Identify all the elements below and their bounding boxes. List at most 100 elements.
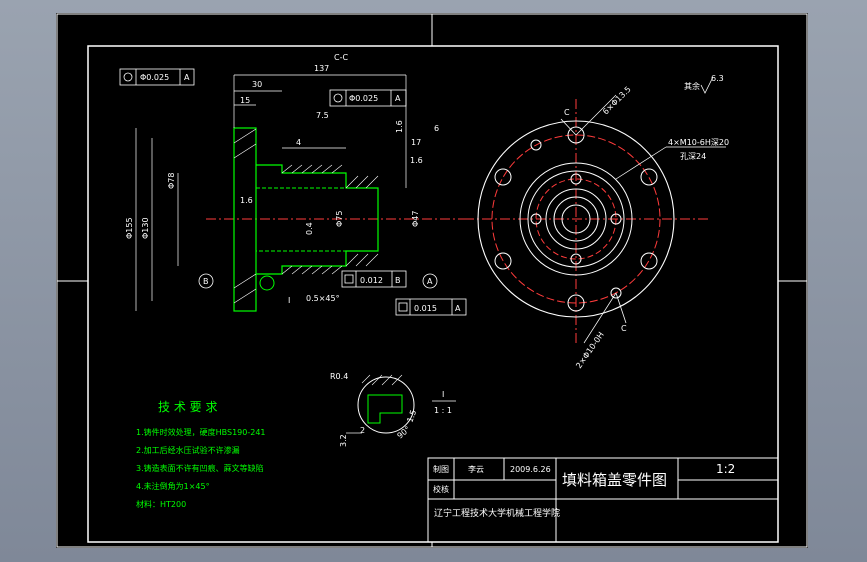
- detail-profile: [367, 394, 403, 424]
- detail-annotations: R0.4 3.2 2 90° 1.5 I 1 : 1: [330, 372, 452, 447]
- section-view: C-C: [135, 53, 476, 312]
- bolt-hole: [567, 126, 585, 144]
- tb-part-name: 填料箱盖零件图: [562, 471, 667, 489]
- leader-thread: [615, 146, 667, 180]
- roughness-symbol-icon: [700, 76, 714, 94]
- detail-circle: [357, 376, 415, 434]
- tol-3-value: 0.012: [360, 276, 383, 285]
- roughness-note: 其余: [684, 81, 700, 91]
- tech-note-4: 4.未注倒角为1×45°: [136, 481, 210, 491]
- detail-radius: R0.4: [330, 372, 348, 381]
- datum-b: B: [203, 277, 209, 286]
- thread-hole: [570, 253, 582, 265]
- rough-1-6c: 1.6: [395, 120, 404, 133]
- tb-drawn-name: 李云: [468, 464, 484, 474]
- flange-outer-circle: [477, 120, 675, 318]
- dim-chamfer: 0.5×45°: [306, 294, 340, 303]
- dim-7-5: 7.5: [316, 111, 329, 120]
- detail-dim-b: 2: [360, 426, 365, 435]
- section-c-bottom: C: [621, 324, 627, 333]
- detail-angle: 90°: [396, 425, 413, 441]
- tb-check-label: 校核: [433, 484, 449, 494]
- rough-6: 6: [434, 124, 439, 133]
- tb-date: 2009.6.26: [510, 465, 551, 474]
- bolt-note: 6×Φ13.5: [601, 85, 633, 117]
- tech-note-2: 2.加工后经水压试验不许渗漏: [136, 445, 240, 455]
- hub-circle: [519, 162, 633, 276]
- bolt-hole: [494, 168, 512, 186]
- roughness-value: 6.3: [711, 74, 724, 83]
- runout-icon: [344, 274, 354, 284]
- thread-hole: [610, 213, 622, 225]
- hub-inner-circle: [527, 170, 625, 268]
- tol-4-datum: A: [455, 304, 461, 313]
- thread-hole: [530, 213, 542, 225]
- tech-note-material: 材料：HT200: [136, 499, 186, 509]
- section-label: C-C: [334, 53, 348, 62]
- pin-note: 2×Φ10-0H: [574, 330, 606, 370]
- pin-hole: [530, 139, 542, 151]
- title-block-frame: [427, 457, 779, 543]
- section-hatching: [233, 128, 379, 304]
- concentricity-icon: [333, 93, 343, 103]
- tol-4-value: 0.015: [414, 304, 437, 313]
- tol-3-datum: B: [395, 276, 401, 285]
- leader-pin: [583, 292, 617, 344]
- bore-circle-inner: [553, 196, 599, 242]
- detail-view: [346, 374, 456, 434]
- dim-17: 17: [411, 138, 421, 147]
- cut-line-top: [560, 118, 577, 136]
- title-block-text: 制图 李云 2009.6.26 校核 填料箱盖零件图 1:2 辽宁工程技术大学机…: [433, 462, 735, 519]
- tech-requirements: 技 术 要 求 1.铸件时效处理，硬度HBS190-241 2.加工后经水压试验…: [136, 400, 266, 509]
- dim-phi155: Φ155: [125, 217, 134, 239]
- pin-hole: [610, 287, 622, 299]
- tol-2-value: Φ0.025: [349, 94, 378, 103]
- dim-30: 30: [252, 80, 262, 89]
- section-dimensions: 137 30 15 7.5 4 17 Φ155 Φ130 Φ78 Φ75 Φ47…: [125, 64, 439, 303]
- thread-note: 4×M10-6H深20: [668, 138, 729, 147]
- cut-line-bottom: [615, 292, 627, 324]
- tolerance-frame-1: Φ0.025 A: [119, 68, 195, 86]
- drawing-canvas: C-C: [56, 13, 808, 548]
- dim-phi130: Φ130: [141, 217, 150, 239]
- datum-a: A: [427, 277, 433, 286]
- tol-2-datum: A: [395, 94, 401, 103]
- bolt-hole: [567, 294, 585, 312]
- tb-school: 辽宁工程技术大学机械工程学院: [434, 507, 560, 519]
- detail-scale: 1 : 1: [434, 406, 452, 415]
- leader-i-label: I: [288, 296, 290, 305]
- tech-note-1: 1.铸件时效处理，硬度HBS190-241: [136, 427, 266, 437]
- dim-overall-length: 137: [314, 64, 329, 73]
- hole-depth-note: 孔深24: [680, 152, 706, 161]
- runout-icon: [398, 302, 408, 312]
- section-c-top: C: [564, 108, 570, 117]
- bolt-hole: [640, 252, 658, 270]
- leader-bolt: [575, 94, 617, 136]
- tolerance-frame-4: 0.015 A: [395, 298, 467, 316]
- dim-r04: 0.4: [305, 222, 314, 235]
- tolerance-frame-2: Φ0.025 A: [329, 89, 407, 107]
- bore-circle-outer: [545, 188, 607, 250]
- tolerance-frame-3: 0.012 B: [341, 270, 407, 288]
- dim-phi47: Φ47: [411, 211, 420, 227]
- detail-rough: 1.5: [405, 409, 418, 424]
- front-view: [464, 94, 726, 344]
- tb-drawn-label: 制图: [433, 464, 449, 474]
- detail-label: I: [442, 390, 444, 399]
- detail-hatch: [361, 374, 403, 386]
- tech-title: 技 术 要 求: [158, 400, 217, 414]
- bolt-hole: [494, 252, 512, 270]
- rough-1-6a: 1.6: [240, 196, 253, 205]
- hub-bore: [255, 187, 379, 252]
- datum-markers: B A I C C: [198, 108, 627, 333]
- tb-scale: 1:2: [716, 462, 735, 476]
- concentricity-icon: [123, 72, 133, 82]
- bolt-hole: [640, 168, 658, 186]
- bolt-pitch-circle: [491, 134, 661, 304]
- datum-a-bubble: [422, 273, 438, 289]
- detail-dim-a: 3.2: [339, 434, 348, 447]
- datum-b-bubble: [198, 273, 214, 289]
- flange-hole: [259, 275, 275, 291]
- dim-4: 4: [296, 138, 301, 147]
